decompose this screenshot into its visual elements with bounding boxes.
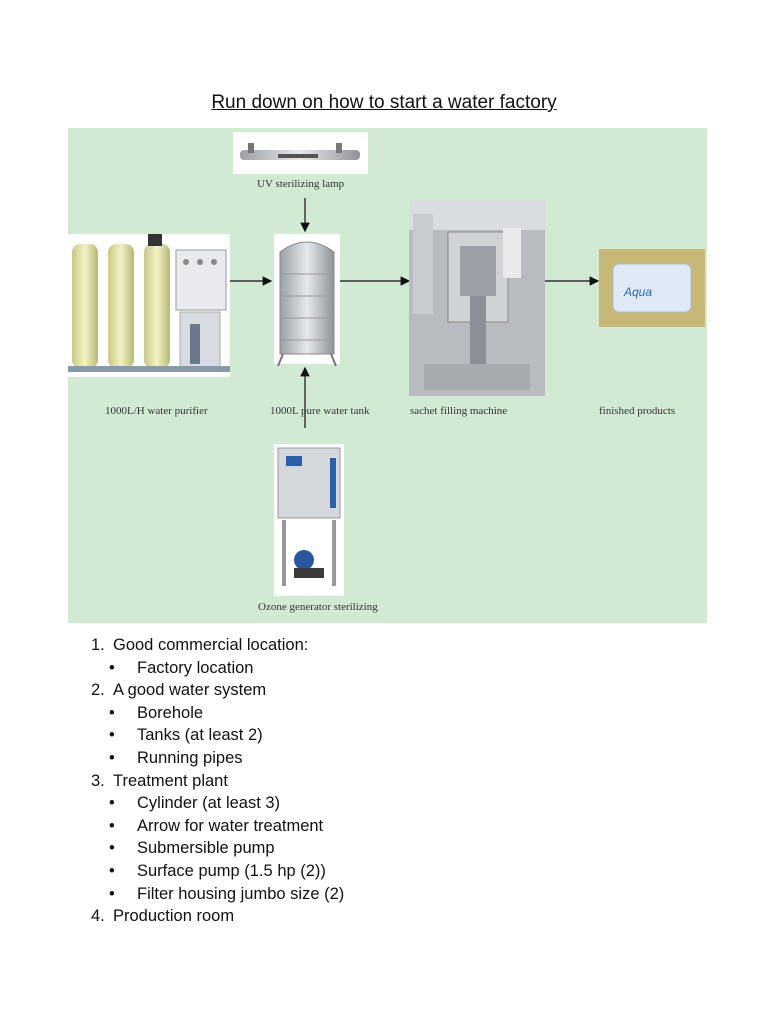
caption-pure-water-tank: 1000L pure water tank <box>270 405 370 417</box>
requirements-list: 1.Good commercial location: •Factory loc… <box>91 634 344 928</box>
list-item: 3.Treatment plant <box>91 771 228 790</box>
list-item: 4.Production room <box>91 907 235 926</box>
process-diagram: Aqua UV sterilizing lamp 1000L/H water p… <box>68 128 707 623</box>
sub-list-item: •Borehole <box>109 703 204 722</box>
pure-water-tank-image <box>274 234 340 367</box>
process-flow-drawing: Aqua <box>68 132 705 596</box>
ozone-generator-image <box>274 444 344 596</box>
sachet-filling-machine-image <box>409 200 545 396</box>
sub-list-item: •Running pipes <box>109 748 243 767</box>
sub-list-item: •Cylinder (at least 3) <box>109 794 281 813</box>
sub-list-item: •Arrow for water treatment <box>109 816 324 835</box>
sub-list-item: •Surface pump (1.5 hp (2)) <box>109 861 326 880</box>
sub-list-item: •Filter housing jumbo size (2) <box>109 884 345 903</box>
caption-finished-products: finished products <box>599 405 676 417</box>
uv-lamp-image <box>233 132 368 174</box>
caption-uv-lamp: UV sterilizing lamp <box>257 178 345 190</box>
sub-list-item: •Tanks (at least 2) <box>109 726 263 745</box>
sub-list-item: •Factory location <box>109 658 254 677</box>
water-purifier-image <box>68 234 230 377</box>
list-item: 1.Good commercial location: <box>91 636 309 654</box>
page-title: Run down on how to start a water factory <box>211 92 557 113</box>
caption-water-purifier: 1000L/H water purifier <box>105 405 208 417</box>
caption-ozone-generator: Ozone generator sterilizing <box>258 601 378 613</box>
caption-sachet-filling-machine: sachet filling machine <box>410 405 508 417</box>
finished-products-image: Aqua <box>599 249 705 327</box>
list-item: 2.A good water system <box>91 681 267 700</box>
sub-list-item: •Submersible pump <box>109 839 275 858</box>
svg-text:Aqua: Aqua <box>623 285 652 299</box>
